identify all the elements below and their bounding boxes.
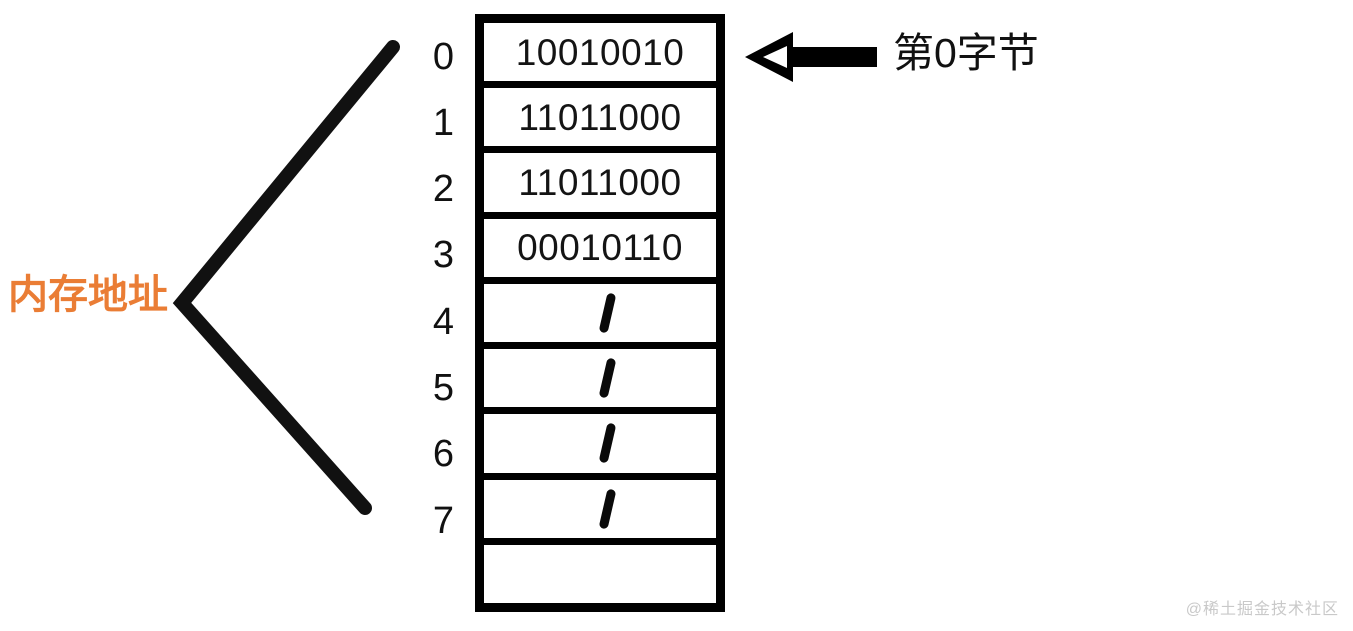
row-index-4: 4 — [432, 301, 454, 343]
memory-row: 10010010 — [484, 23, 716, 82]
ellipsis-tick-icon — [598, 292, 616, 334]
row-index-0: 0 — [432, 36, 454, 78]
memory-row — [484, 283, 716, 343]
row-index-6: 6 — [432, 433, 454, 475]
ellipsis-tick-icon — [598, 422, 616, 464]
memory-row — [484, 414, 716, 473]
memory-row: 11011000 — [484, 153, 716, 212]
row-index-5: 5 — [432, 367, 454, 409]
ellipsis-tick-icon — [598, 357, 616, 399]
cell-value-3: 00010110 — [517, 227, 683, 269]
ellipsis-tick-icon — [598, 488, 616, 530]
byte-zero-caption: 第0字节 — [893, 30, 1039, 76]
memory-table: 10010010 11011000 11011000 00010110 — [475, 14, 725, 612]
row-index-column: 0 1 2 3 4 5 6 7 — [408, 14, 460, 612]
memory-row — [484, 349, 716, 408]
cell-value-2: 11011000 — [518, 162, 682, 204]
watermark: @稀土掘金技术社区 — [1185, 601, 1339, 618]
address-bracket-icon — [172, 40, 400, 515]
row-index-3: 3 — [432, 234, 454, 276]
row-index-2: 2 — [432, 168, 454, 210]
memory-row: 11011000 — [484, 88, 716, 147]
memory-row: 00010110 — [484, 218, 716, 277]
memory-address-label: 内存地址 — [8, 273, 168, 317]
left-arrow-icon — [745, 32, 877, 82]
row-index-1: 1 — [432, 102, 454, 144]
memory-row-empty — [484, 544, 716, 603]
row-index-7: 7 — [432, 500, 454, 542]
cell-value-0: 10010010 — [515, 31, 685, 73]
memory-row — [484, 479, 716, 538]
cell-value-1: 11011000 — [518, 96, 682, 138]
